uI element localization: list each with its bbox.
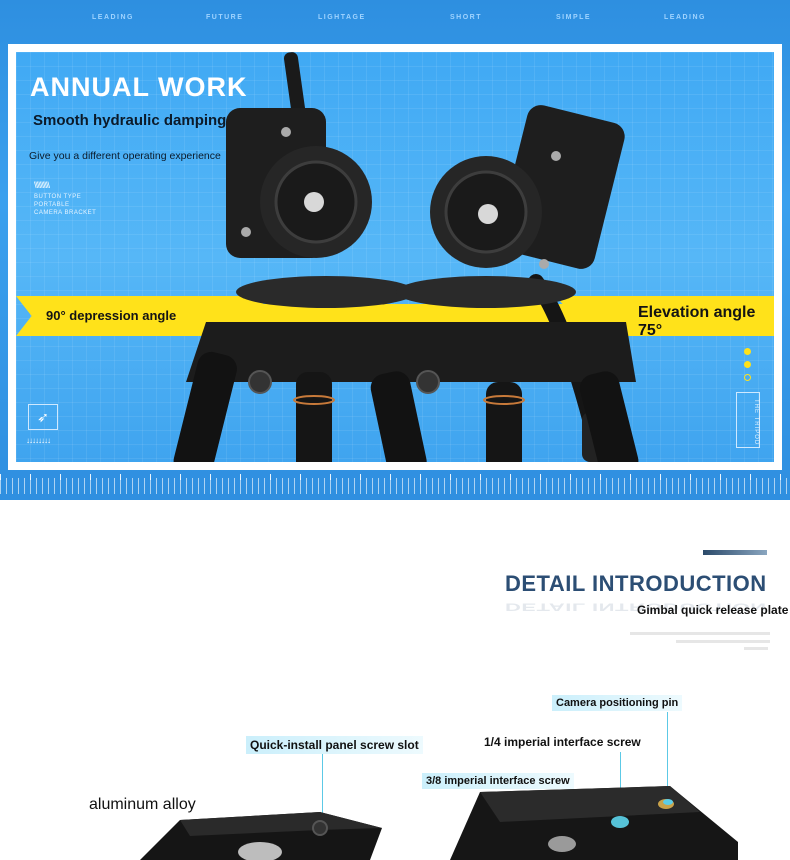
heading-accent-bar — [703, 550, 767, 555]
ruler-minor-ticks — [0, 478, 790, 494]
elevation-angle-label: Elevation angle 75° — [638, 304, 756, 339]
carousel-dot-1[interactable] — [744, 348, 751, 355]
feature-portable: PORTABLE — [34, 202, 70, 208]
tripod-vertical-label: THE TRIPOD — [736, 392, 760, 448]
depression-angle-label: 90° depression angle — [46, 308, 177, 323]
nav-item-short[interactable]: SHORT — [450, 14, 482, 21]
yellow-band-middle — [166, 304, 626, 326]
banner-title: ANNUAL WORK — [30, 72, 248, 102]
rocket-icon: ➶ — [28, 404, 58, 430]
quick-release-plate-left — [140, 812, 382, 860]
callout-line-camera-pin — [667, 712, 668, 792]
feature-camera-bracket: CAMERA BRACKET — [34, 210, 97, 216]
nav-item-future[interactable]: FUTURE — [206, 14, 244, 21]
detail-heading: DETAIL INTRODUCTION — [505, 571, 767, 596]
callout-aluminum: aluminum alloy — [89, 796, 196, 813]
arrow-decoration: ↓↓↓↓↓↓↓↓ — [26, 436, 51, 445]
callout-quarter-screw: 1/4 imperial interface screw — [484, 735, 641, 749]
faint-text-line-1 — [630, 632, 770, 635]
tripod-heads-illustration — [173, 52, 639, 462]
detail-subheading: Gimbal quick release plate — [637, 603, 789, 617]
nav-item-simple[interactable]: SIMPLE — [556, 14, 592, 21]
banner-subtitle: Smooth hydraulic damping — [33, 112, 227, 129]
carousel-dots — [744, 348, 751, 387]
nav-item-lightage[interactable]: LIGHTAGE — [318, 14, 366, 21]
callout-line-screw-slot — [322, 754, 323, 820]
banner-tagline: Give you a different operating experienc… — [29, 150, 221, 162]
ruler-major-ticks — [0, 474, 790, 480]
callout-line-quarter-screw — [620, 752, 621, 812]
feature-button-type: BUTTON TYPE — [34, 194, 82, 200]
banner-frame: ANNUAL WORK Smooth hydraulic damping Giv… — [8, 44, 782, 470]
quick-release-plate-right — [450, 786, 738, 860]
callout-three-eighth-screw: 3/8 imperial interface screw — [422, 773, 574, 789]
faint-text-line-3 — [744, 647, 768, 650]
product-banner: LEADING FUTURE LIGHTAGE SHORT SIMPLE LEA… — [0, 0, 790, 500]
callout-camera-pin: Camera positioning pin — [552, 695, 683, 711]
faint-text-line-2 — [676, 640, 770, 643]
carousel-dot-3[interactable] — [744, 374, 751, 381]
callout-screw-slot: Quick-install panel screw slot — [246, 736, 423, 754]
hatch-decoration: \\\\\\\\\\ — [34, 180, 50, 190]
nav-item-leading-2[interactable]: LEADING — [664, 14, 706, 21]
nav-item-leading[interactable]: LEADING — [92, 14, 134, 21]
top-nav: LEADING FUTURE LIGHTAGE SHORT SIMPLE LEA… — [0, 14, 790, 28]
carousel-dot-2[interactable] — [744, 361, 751, 368]
